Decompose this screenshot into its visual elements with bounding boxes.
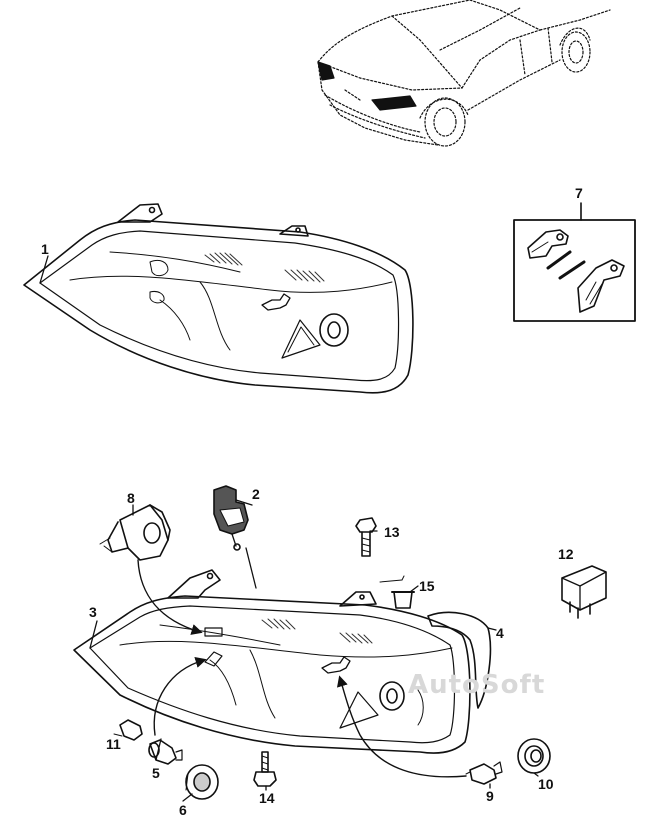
- callout-8: 8: [127, 490, 135, 506]
- part-6-grommet: [185, 764, 219, 800]
- leader-lines: [39, 255, 539, 802]
- headlamp-assembly-3: [73, 569, 492, 754]
- headlamp-assembly-1: [23, 203, 414, 394]
- part-14-screw: [253, 751, 277, 787]
- part-12-relay: [561, 565, 607, 619]
- part-8-bulb: [99, 504, 171, 561]
- hatch-area: [204, 252, 325, 283]
- callout-11: 11: [106, 736, 121, 752]
- insertion-arrows: [137, 559, 467, 778]
- callout-1: 1: [41, 241, 49, 257]
- car-illustration: [317, 0, 611, 147]
- callout-2: 2: [252, 486, 260, 502]
- callout-9: 9: [486, 788, 494, 804]
- callout-14: 14: [259, 790, 275, 806]
- callout-12: 12: [558, 546, 574, 562]
- part-2-actuator: [213, 485, 249, 551]
- part-15-clip: [379, 575, 415, 609]
- watermark: AutoSoft: [408, 670, 546, 700]
- part-11-bulb: [113, 719, 143, 741]
- callout-6: 6: [179, 802, 187, 818]
- part-7-bracket-kit: [513, 202, 636, 322]
- hatch-area: [261, 618, 373, 644]
- callout-13: 13: [384, 524, 400, 540]
- part-10-grommet: [517, 738, 551, 774]
- part-13-screw: [355, 517, 377, 557]
- part-9-connector: [465, 761, 503, 785]
- callout-3: 3: [89, 604, 97, 620]
- callout-10: 10: [538, 776, 554, 792]
- callout-4: 4: [496, 625, 504, 641]
- callout-7: 7: [575, 185, 583, 201]
- part-4-side-clip: [427, 611, 492, 709]
- callout-15: 15: [419, 578, 435, 594]
- callout-5: 5: [152, 765, 160, 781]
- part-5-socket: [148, 739, 183, 765]
